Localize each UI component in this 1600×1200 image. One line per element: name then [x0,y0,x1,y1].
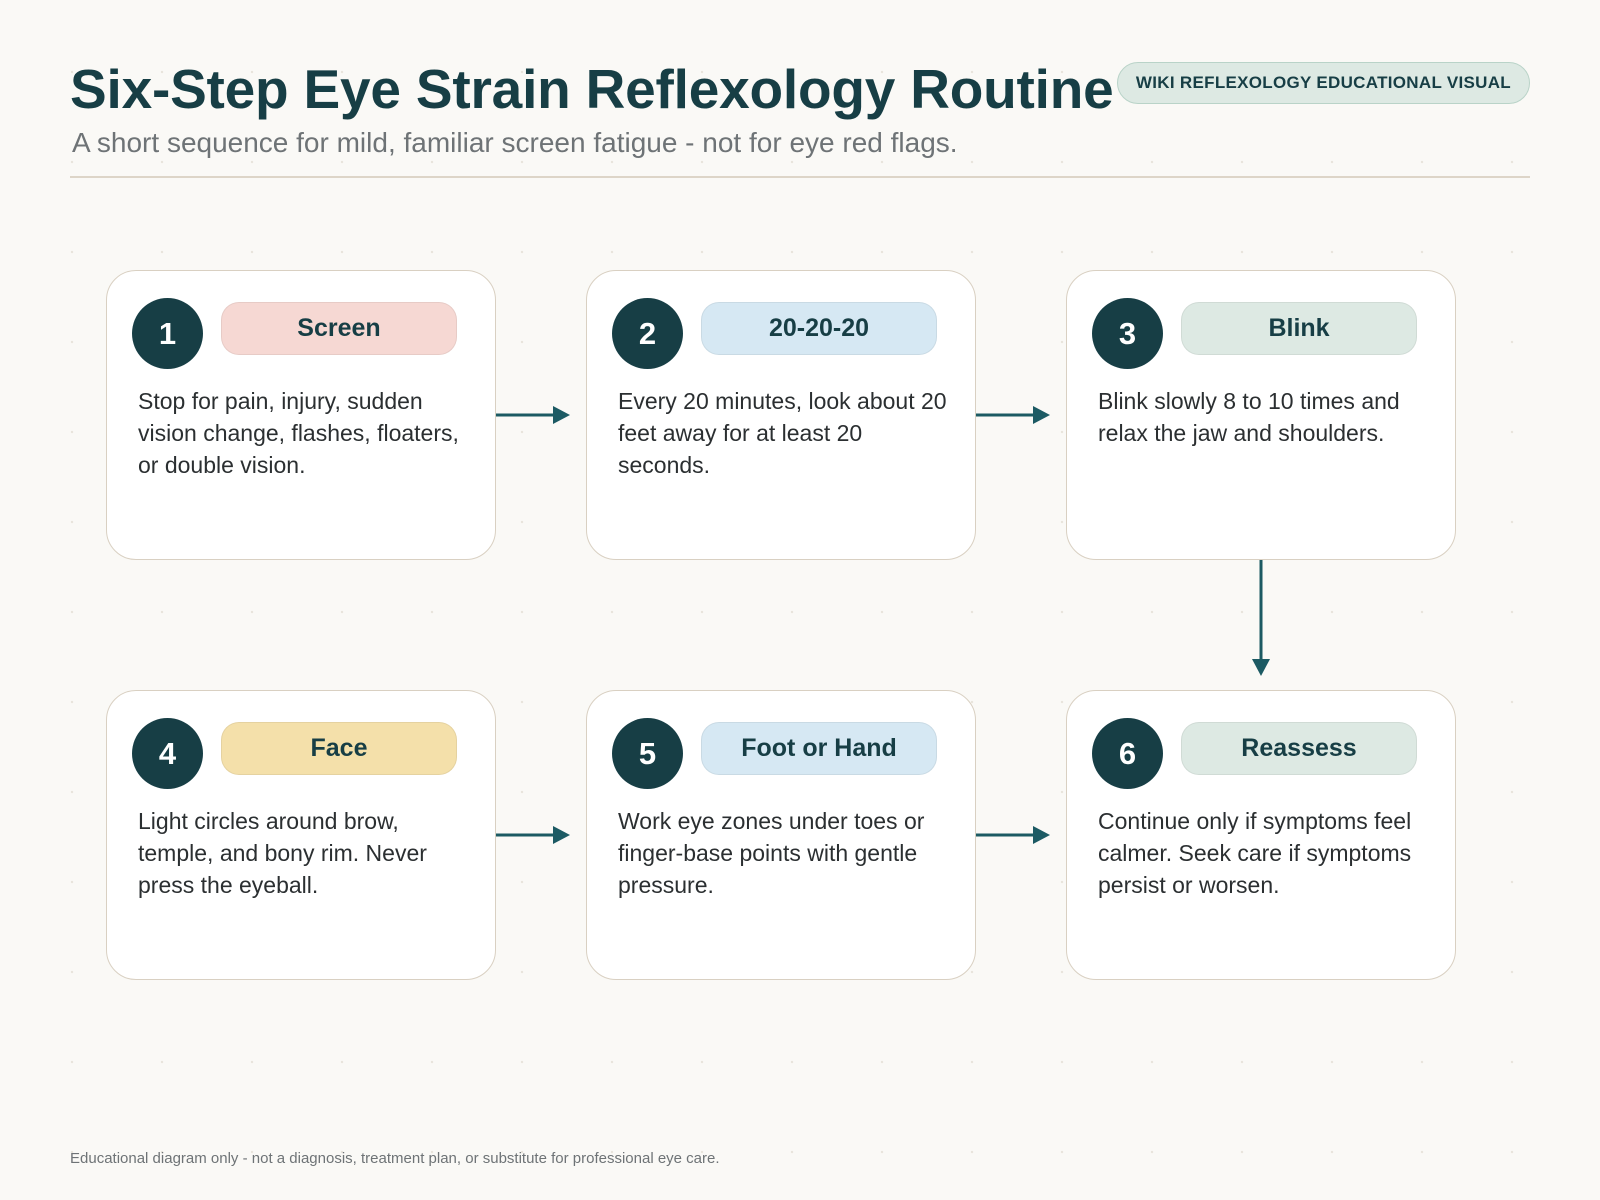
step-number-badge: 6 [1092,718,1163,789]
source-badge: WIKI REFLEXOLOGY EDUCATIONAL VISUAL [1116,62,1530,104]
step-label: Blink [1181,302,1417,355]
step-label: Screen [221,302,457,355]
step-number-badge: 5 [612,718,683,789]
arrow-2-to-3 [976,406,1050,424]
step-card-2: 2 20-20-20 Every 20 minutes, look about … [586,270,976,560]
header: Six-Step Eye Strain Reflexology Routine … [70,58,1530,178]
page-title: Six-Step Eye Strain Reflexology Routine [70,58,1114,120]
step-description: Continue only if symptoms feel calmer. S… [1098,808,1412,898]
page-subtitle: A short sequence for mild, familiar scre… [72,127,958,158]
step-card-6: 6 Reassess Continue only if symptoms fee… [1066,690,1456,980]
arrow-5-to-6 [976,826,1050,844]
step-label: Reassess [1181,722,1417,775]
step-description: Light circles around brow, temple, and b… [138,808,427,898]
step-label: Face [221,722,457,775]
step-number-badge: 4 [132,718,203,789]
step-description: Stop for pain, injury, sudden vision cha… [138,388,459,478]
step-card-4: 4 Face Light circles around brow, temple… [106,690,496,980]
step-card-5: 5 Foot or Hand Work eye zones under toes… [586,690,976,980]
step-label: 20-20-20 [701,302,937,355]
step-number-badge: 3 [1092,298,1163,369]
step-card-1: 1 Screen Stop for pain, injury, sudden v… [106,270,496,560]
arrow-4-to-5 [496,826,570,844]
step-description: Work eye zones under toes or finger-base… [618,808,925,898]
step-number-badge: 1 [132,298,203,369]
disclaimer-footer: Educational diagram only - not a diagnos… [70,1150,720,1167]
step-number-badge: 2 [612,298,683,369]
header-divider [70,176,1530,178]
step-card-3: 3 Blink Blink slowly 8 to 10 times and r… [1066,270,1456,560]
step-label: Foot or Hand [701,722,937,775]
arrow-1-to-2 [496,406,570,424]
arrow-3-to-6 [1252,560,1270,676]
step-description: Every 20 minutes, look about 20 feet awa… [618,388,947,478]
step-description: Blink slowly 8 to 10 times and relax the… [1098,388,1400,446]
